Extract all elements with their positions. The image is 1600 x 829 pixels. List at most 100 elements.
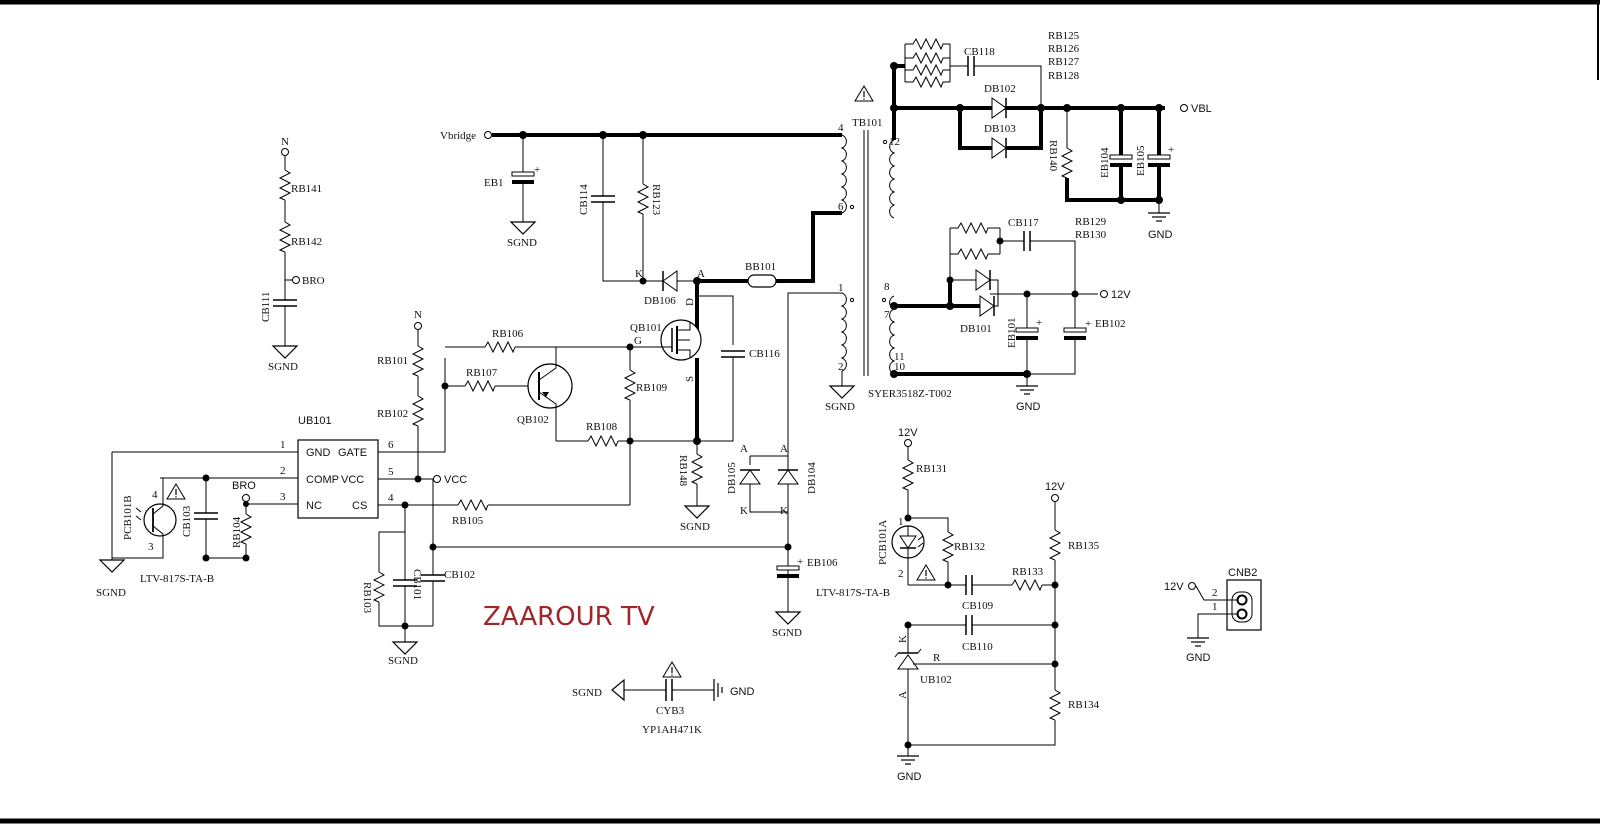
ub101-pin-vcc: VCC	[341, 474, 364, 486]
rb127-resistor	[905, 63, 950, 77]
12v-label-out: 12V	[1111, 289, 1131, 301]
db102-label: DB102	[984, 83, 1016, 95]
rb130-resistor	[950, 247, 1000, 261]
gnd-label-cnb2: GND	[1186, 652, 1211, 664]
ub102-r: R	[933, 652, 941, 664]
eb104-label: EB104	[1099, 147, 1111, 178]
rb148-label: RB148	[677, 455, 689, 487]
cb103-label: CB103	[181, 505, 193, 537]
sgnd-label-opto: SGND	[96, 587, 126, 599]
pcb101a-part: LTV-817S-TA-B	[816, 587, 890, 599]
db106-a: A	[697, 268, 705, 280]
qb102-transistor	[527, 363, 573, 409]
rb133-label: RB133	[1012, 566, 1044, 578]
rb107-label: RB107	[466, 367, 498, 379]
ub101-pin-cs: CS	[352, 500, 367, 512]
sgnd-label-cyb3: SGND	[572, 687, 602, 699]
cnb2-pin2: 2	[1212, 587, 1218, 599]
qb101-label: QB101	[630, 322, 662, 334]
ub101-pin4-num: 4	[388, 492, 394, 504]
n-label-top: N	[281, 136, 289, 148]
eb105-label: EB105	[1135, 145, 1147, 176]
rb141-resistor	[278, 169, 292, 201]
pcb101a-pin1: 1	[898, 516, 904, 528]
rb125-label: RB125	[1048, 30, 1080, 42]
ub101-pin2-num: 2	[280, 465, 286, 477]
eb106-label: EB106	[807, 557, 838, 569]
gnd-label-cyb3: GND	[730, 686, 755, 698]
db104-label: DB104	[806, 462, 818, 494]
warning-icon-transformer	[854, 85, 874, 102]
tb101-pin6: 6	[838, 201, 844, 213]
rb101-label: RB101	[377, 355, 408, 367]
12v-label-cnb2: 12V	[1164, 581, 1184, 593]
rb128-label: RB128	[1048, 70, 1080, 82]
db101-label: DB101	[960, 323, 992, 335]
rb126-resistor	[905, 51, 950, 65]
cyb3-label: CYB3	[656, 705, 685, 717]
rb104-label: RB104	[231, 516, 243, 548]
cyb3-block: SGND GND CYB3 YP1AH471K	[572, 661, 755, 736]
db105-a: A	[740, 443, 748, 455]
rb103-label: RB103	[361, 582, 373, 614]
tb101-pin2: 2	[838, 361, 844, 373]
vcc-rectifier-block: A A DB105 DB104 K K + EB106 SGND	[726, 443, 838, 639]
cnb2-connector-block: CNB2 2 1 12V GND	[1164, 567, 1262, 664]
eb105-plus: +	[1168, 144, 1174, 156]
ub101-label: UB101	[298, 415, 332, 427]
tb101-pin7: 7	[884, 309, 890, 321]
bb101-label: BB101	[745, 261, 776, 273]
rb135-label: RB135	[1068, 540, 1100, 552]
ub101-pin-gate: GATE	[338, 447, 367, 459]
n-node-top	[281, 148, 289, 156]
tb101-pin11: 11	[894, 351, 905, 363]
transformer-tb101: TB101 4 6 1 2 SGND 12 8 7 11 10 SYER3518…	[787, 66, 952, 590]
warning-icon-fb	[916, 564, 936, 581]
pcb101b-label: PCB101B	[122, 495, 134, 540]
cnb2-pin1: 1	[1212, 601, 1218, 613]
cb118-label: CB118	[964, 46, 995, 58]
qb101-d: D	[684, 298, 696, 306]
tb101-pin12: 12	[889, 136, 900, 148]
vbridge-label: Vbridge	[440, 130, 476, 142]
rb125-resistor	[905, 37, 950, 51]
rb134-label: RB134	[1068, 699, 1100, 711]
pcb101b-pin4: 4	[152, 489, 158, 501]
db105-label: DB105	[726, 462, 738, 494]
cnb2-label: CNB2	[1228, 567, 1257, 579]
rb126-label: RB126	[1048, 43, 1080, 55]
rb127-label: RB127	[1048, 56, 1080, 68]
rb129-resistor	[950, 221, 1000, 235]
controller-block: N RB101 RB102 UB101 GND COMP NC GATE VCC…	[112, 309, 786, 667]
sgnd-label-aux: SGND	[825, 401, 855, 413]
cb101-label: CB101	[411, 569, 423, 600]
tb101-pin8: 8	[884, 281, 890, 293]
tb101-part: SYER3518Z-T002	[868, 388, 952, 400]
ub101-pin-nc: NC	[306, 500, 322, 512]
rb130-label: RB130	[1075, 229, 1107, 241]
vcc-label: VCC	[444, 474, 467, 486]
n-label-mid: N	[414, 309, 422, 321]
rb108-label: RB108	[586, 421, 618, 433]
db105-k: K	[740, 505, 748, 517]
eb106-plus: +	[797, 556, 803, 568]
tb101-label: TB101	[852, 117, 883, 129]
tb101-pin1: 1	[838, 282, 844, 294]
sgnd-label-eb1: SGND	[507, 237, 537, 249]
rb105-label: RB105	[452, 515, 484, 527]
rb140-label: RB140	[1047, 140, 1059, 172]
eb1-plus: +	[534, 164, 540, 176]
db106-label: DB106	[644, 295, 676, 307]
pcb101a-pin2: 2	[898, 568, 904, 580]
db103-label: DB103	[984, 123, 1016, 135]
eb1-label: EB1	[484, 177, 504, 189]
ub101-pin1-num: 1	[280, 439, 286, 451]
eb102-plus: +	[1085, 318, 1091, 330]
pcb101a-label: PCB101A	[877, 520, 889, 565]
rb129-label: RB129	[1075, 216, 1107, 228]
rb128-resistor	[905, 75, 950, 89]
ub102-label: UB102	[920, 674, 952, 686]
primary-block: Vbridge + EB1 SGND CB114 RB123 K A DB106	[440, 130, 842, 445]
pcb101b-phototransistor	[143, 503, 177, 537]
